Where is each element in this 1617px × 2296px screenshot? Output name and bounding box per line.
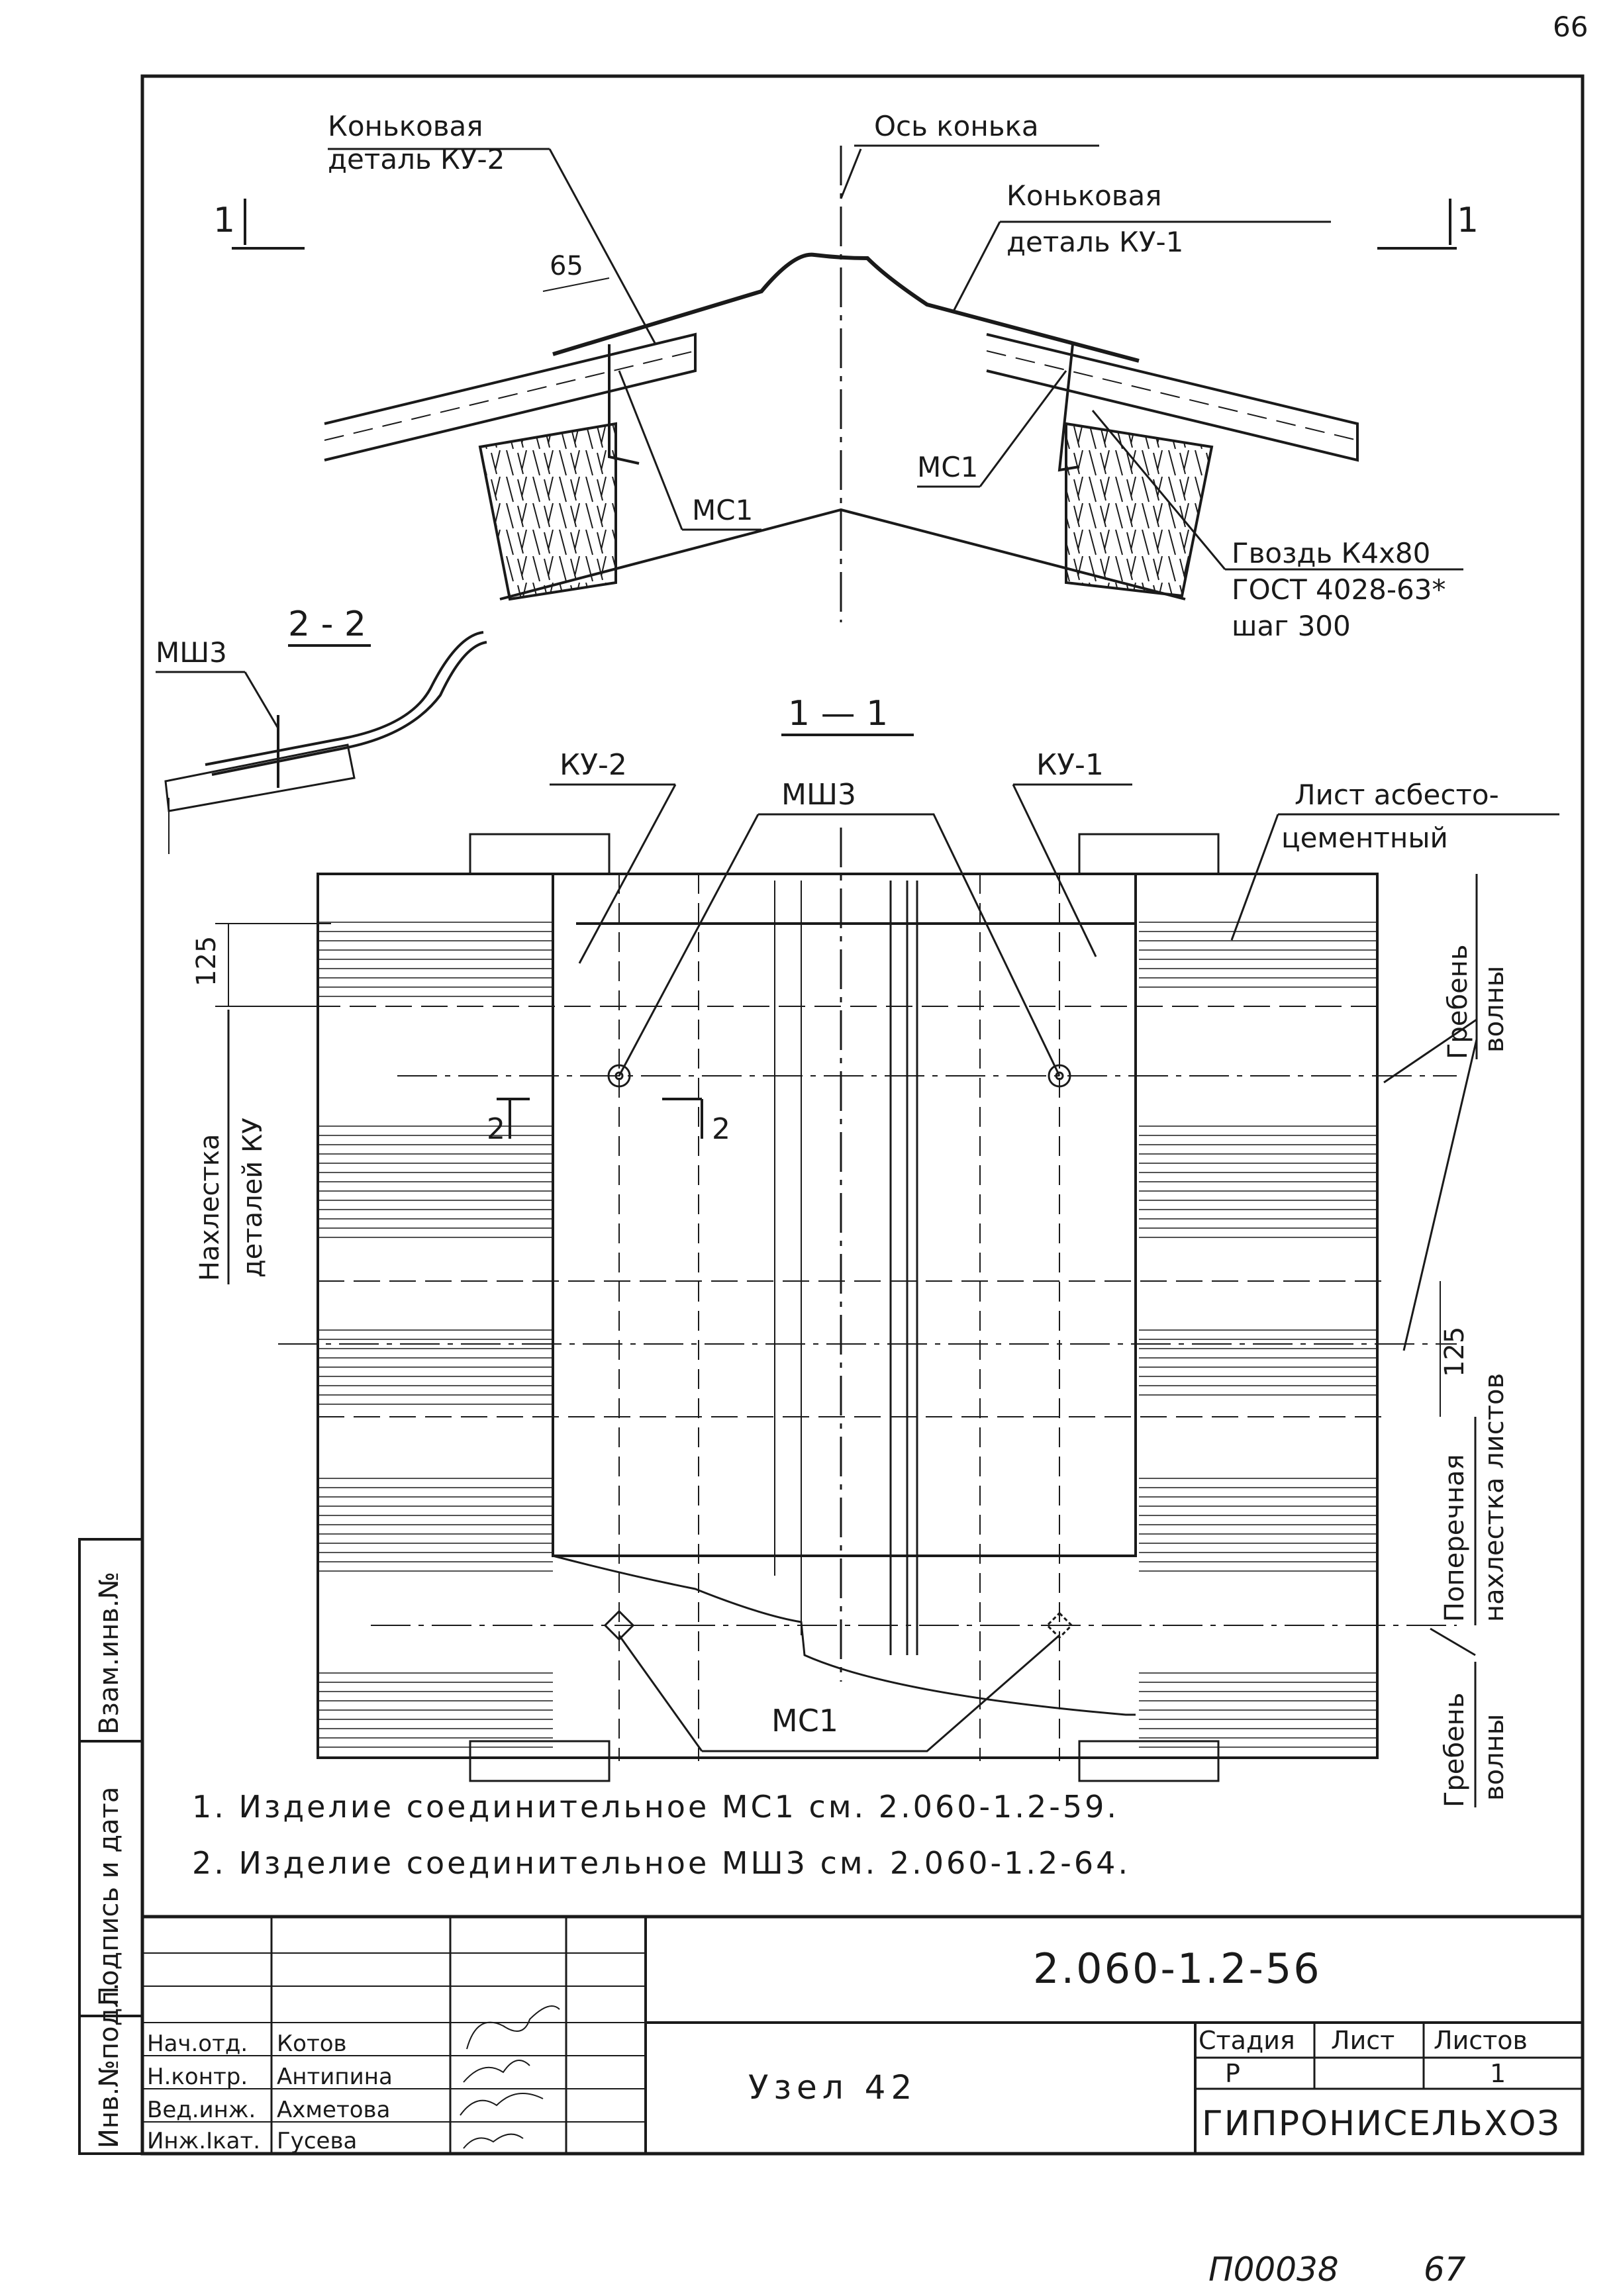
role-1: Нач.отд. <box>147 2031 248 2057</box>
label-ms1-right: МС1 <box>917 451 978 483</box>
label-cross-overlap-line1: Поперечная <box>1440 1454 1470 1622</box>
label-ms1-left: МС1 <box>692 494 753 526</box>
plan-1-1: 1 — 1 <box>191 694 1559 1807</box>
signature-4 <box>463 2133 524 2149</box>
role-3: Вед.инж. <box>147 2097 256 2123</box>
note-1: 1. Изделие соединительное МС1 см. 2.060-… <box>192 1789 1119 1825</box>
dim-65: 65 <box>550 251 583 281</box>
section-2-2-title: 2 - 2 <box>288 604 366 644</box>
label-ku1-line1: Коньковая <box>1006 179 1162 212</box>
cut-2-right: 2 <box>712 1112 730 1146</box>
margin-vzam-inv: Взам.инв.№ <box>94 1572 124 1735</box>
ridge-piece <box>552 252 1140 363</box>
label-ku1-plan: КУ-1 <box>1036 748 1104 782</box>
label-ms1-plan: МС1 <box>771 1703 838 1739</box>
margin-inv-podl: Инв.№подл. <box>94 1982 124 2148</box>
label-crest-top-line2: волны <box>1479 966 1510 1053</box>
dim-125-right: 125 <box>1440 1327 1470 1377</box>
role-2: Н.контр. <box>147 2064 248 2090</box>
section-1-1-title: 1 — 1 <box>788 694 888 734</box>
label-crest-bottom-line1: Гребень <box>1440 1693 1470 1807</box>
stage-label: Стадия <box>1199 2026 1295 2055</box>
title-block: 2.060-1.2-56 Узел 42 Стадия Лист Листов … <box>142 1915 1583 2154</box>
margin-strip <box>78 1538 144 2155</box>
page-number-bottom: 67 <box>1424 2250 1466 2289</box>
sheet-label: Лист <box>1331 2026 1395 2055</box>
rafter-left <box>478 422 617 601</box>
label-crest-top-line1: Гребень <box>1443 945 1473 1059</box>
label-msh3-detail: МШ3 <box>156 636 227 669</box>
ku2-plan <box>552 873 1137 1557</box>
page-number-top: 66 <box>1553 11 1588 43</box>
sheets-value: 1 <box>1490 2059 1506 2088</box>
drawing-name: Узел 42 <box>748 2068 917 2107</box>
label-nail-line3: шаг 300 <box>1232 610 1351 642</box>
label-ku2-line2: деталь КУ-2 <box>328 143 505 175</box>
section-1-right-label: 1 <box>1457 201 1479 240</box>
signature-1 <box>466 2005 560 2050</box>
note-2: 2. Изделие соединительное МШ3 см. 2.060-… <box>192 1845 1130 1881</box>
name-1: Котов <box>277 2031 347 2057</box>
name-4: Гусева <box>277 2128 357 2154</box>
archive-code: П00038 <box>1208 2250 1339 2289</box>
drawing-code: 2.060-1.2-56 <box>1033 1944 1322 1993</box>
detail-2-2: 2 - 2 МШ3 <box>156 604 487 854</box>
label-overlap-ku-line1: Нахлестка <box>195 1134 225 1281</box>
label-cross-overlap-line2: нахлестка листов <box>1479 1373 1510 1622</box>
rafter-right <box>1065 422 1214 598</box>
stage-value: Р <box>1225 2059 1240 2088</box>
label-ku2-plan: КУ-2 <box>560 748 627 782</box>
label-ku1-line2: деталь КУ-1 <box>1006 226 1183 258</box>
main-frame <box>140 74 1585 2156</box>
label-sheet-line1: Лист асбесто- <box>1295 779 1499 811</box>
name-2: Антипина <box>277 2064 393 2090</box>
margin-sign-date: Подпись и дата <box>94 1787 124 2006</box>
role-4: Инж.Iкат. <box>147 2128 260 2154</box>
section-1-left-label: 1 <box>213 201 235 240</box>
label-crest-bottom-line2: волны <box>1479 1714 1510 1801</box>
label-nail-line2: ГОСТ 4028-63* <box>1232 573 1446 606</box>
sheets-label: Листов <box>1434 2026 1528 2055</box>
dim-125-left: 125 <box>191 936 222 986</box>
signature-2 <box>463 2060 530 2083</box>
cut-2-left: 2 <box>487 1112 505 1146</box>
ridge-section: 1 1 65 Коньковая деталь КУ-2 Ось конька … <box>213 110 1479 642</box>
label-nail-line1: Гвоздь К4х80 <box>1232 537 1430 569</box>
name-3: Ахметова <box>277 2097 390 2123</box>
label-ridge-axis: Ось конька <box>874 110 1039 142</box>
label-overlap-ku-line2: деталей КУ <box>238 1118 268 1278</box>
organization: ГИПРОНИСЕЛЬХОЗ <box>1202 2104 1561 2144</box>
label-msh3-plan: МШ3 <box>781 778 856 812</box>
signature-3 <box>460 2093 544 2116</box>
label-ku2-line1: Коньковая <box>328 110 483 142</box>
label-sheet-line2: цементный <box>1281 822 1448 854</box>
